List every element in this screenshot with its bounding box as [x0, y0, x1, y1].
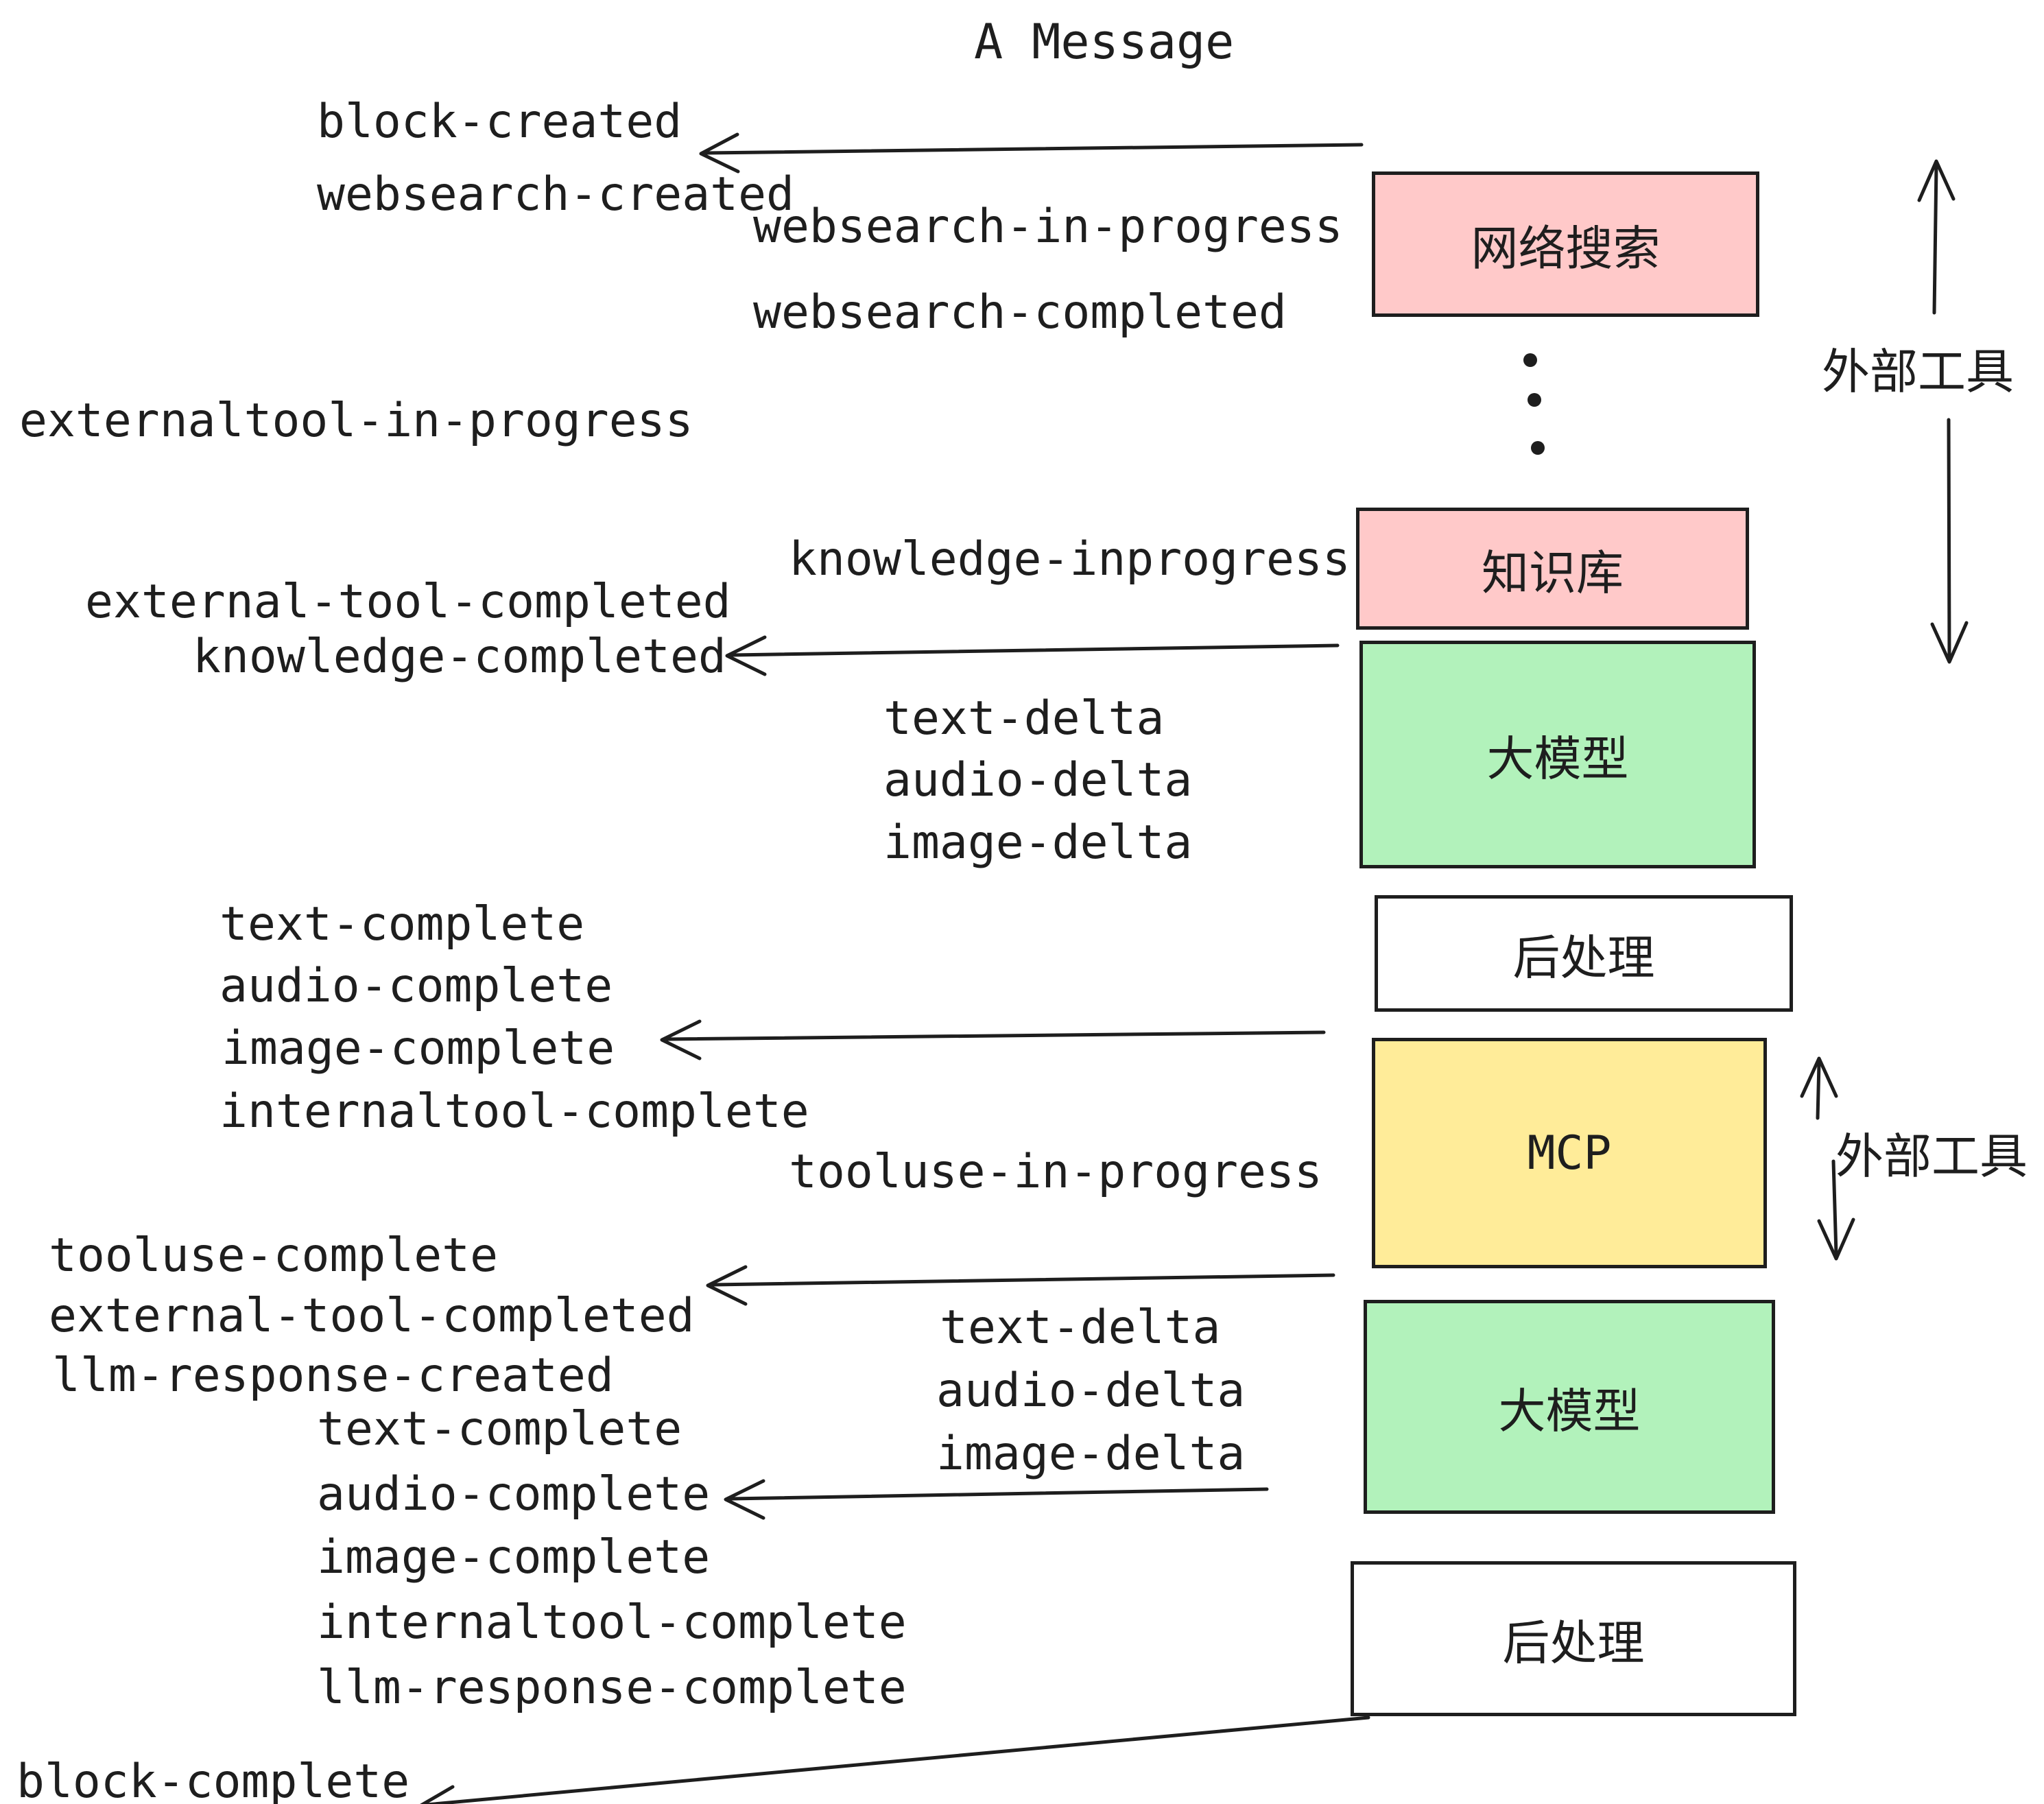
arrow-to-knowledge-completed: [725, 635, 1340, 676]
event-knowledge-completed: knowledge-completed: [193, 630, 726, 684]
box-websearch-label: 网络搜索: [1471, 222, 1661, 276]
event-tooluse-in-progress: tooluse-in-progress: [789, 1145, 1322, 1199]
event-image-complete-2: image-complete: [317, 1530, 711, 1585]
event-knowledge-inprogress: knowledge-inprogress: [789, 532, 1351, 586]
box-knowledge: 知识库: [1356, 508, 1749, 630]
event-llm-response-created: llm-response-created: [52, 1349, 614, 1403]
event-block-complete: block-complete: [16, 1755, 410, 1804]
event-audio-complete-2: audio-complete: [317, 1467, 711, 1521]
box-postprocess-1: 后处理: [1375, 895, 1793, 1012]
event-externaltool-in-progress: externaltool-in-progress: [19, 394, 693, 448]
event-websearch-created: websearch-created: [317, 167, 794, 222]
event-internaltool-complete-1: internaltool-complete: [219, 1084, 809, 1139]
more-tools-ellipsis-dots: [1523, 353, 1545, 455]
box-mcp: MCP: [1372, 1038, 1767, 1268]
arrow-to-block-created: [699, 132, 1364, 174]
event-audio-delta-1: audio-delta: [883, 753, 1193, 807]
event-text-delta-1: text-delta: [883, 691, 1165, 746]
event-external-tool-completed-1: external-tool-completed: [85, 575, 731, 629]
event-internaltool-complete-2: internaltool-complete: [317, 1595, 907, 1650]
box-websearch: 网络搜索: [1372, 171, 1759, 317]
box-llm-1-label: 大模型: [1486, 732, 1629, 787]
event-image-delta-1: image-delta: [883, 816, 1193, 870]
arrow-to-external-tool-completed: [706, 1265, 1335, 1306]
event-text-complete-1: text-complete: [219, 897, 585, 951]
arrow-to-block-complete: [420, 1716, 1370, 1804]
event-block-created: block-created: [317, 95, 682, 149]
event-external-tool-completed-2: external-tool-completed: [49, 1289, 695, 1343]
box-llm-2: 大模型: [1364, 1300, 1775, 1514]
box-postprocess-1-label: 后处理: [1512, 931, 1655, 986]
box-llm-2-label: 大模型: [1498, 1384, 1641, 1439]
box-mcp-label: MCP: [1527, 1126, 1612, 1180]
event-websearch-completed: websearch-completed: [753, 285, 1287, 340]
event-websearch-in-progress: websearch-in-progress: [753, 200, 1343, 254]
external-tools-label-top: 外部工具: [1822, 344, 2014, 400]
box-knowledge-label: 知识库: [1482, 546, 1624, 601]
event-text-delta-2: text-delta: [940, 1301, 1221, 1355]
external-tools-up-arrow-mcp: [1800, 1056, 1838, 1120]
external-tools-label-mcp: 外部工具: [1835, 1128, 2028, 1185]
external-tools-down-arrow-top: [1930, 418, 1969, 664]
box-llm-1: 大模型: [1359, 641, 1756, 868]
event-llm-response-complete: llm-response-complete: [317, 1661, 907, 1715]
event-audio-delta-2: audio-delta: [936, 1364, 1246, 1418]
event-image-complete-1: image-complete: [222, 1021, 615, 1076]
diagram-title: A Message: [974, 14, 1235, 70]
arrow-to-audio-complete: [724, 1479, 1269, 1520]
box-postprocess-2-label: 后处理: [1502, 1616, 1645, 1671]
external-tools-down-arrow-mcp: [1817, 1159, 1855, 1261]
box-postprocess-2: 后处理: [1351, 1561, 1796, 1716]
external-tools-up-arrow-top: [1917, 159, 1956, 315]
event-image-delta-2: image-delta: [936, 1427, 1246, 1481]
arrow-to-image-complete: [660, 1019, 1326, 1060]
event-tooluse-complete: tooluse-complete: [49, 1229, 499, 1283]
event-audio-complete-1: audio-complete: [219, 959, 613, 1013]
event-text-complete-2: text-complete: [317, 1402, 682, 1456]
